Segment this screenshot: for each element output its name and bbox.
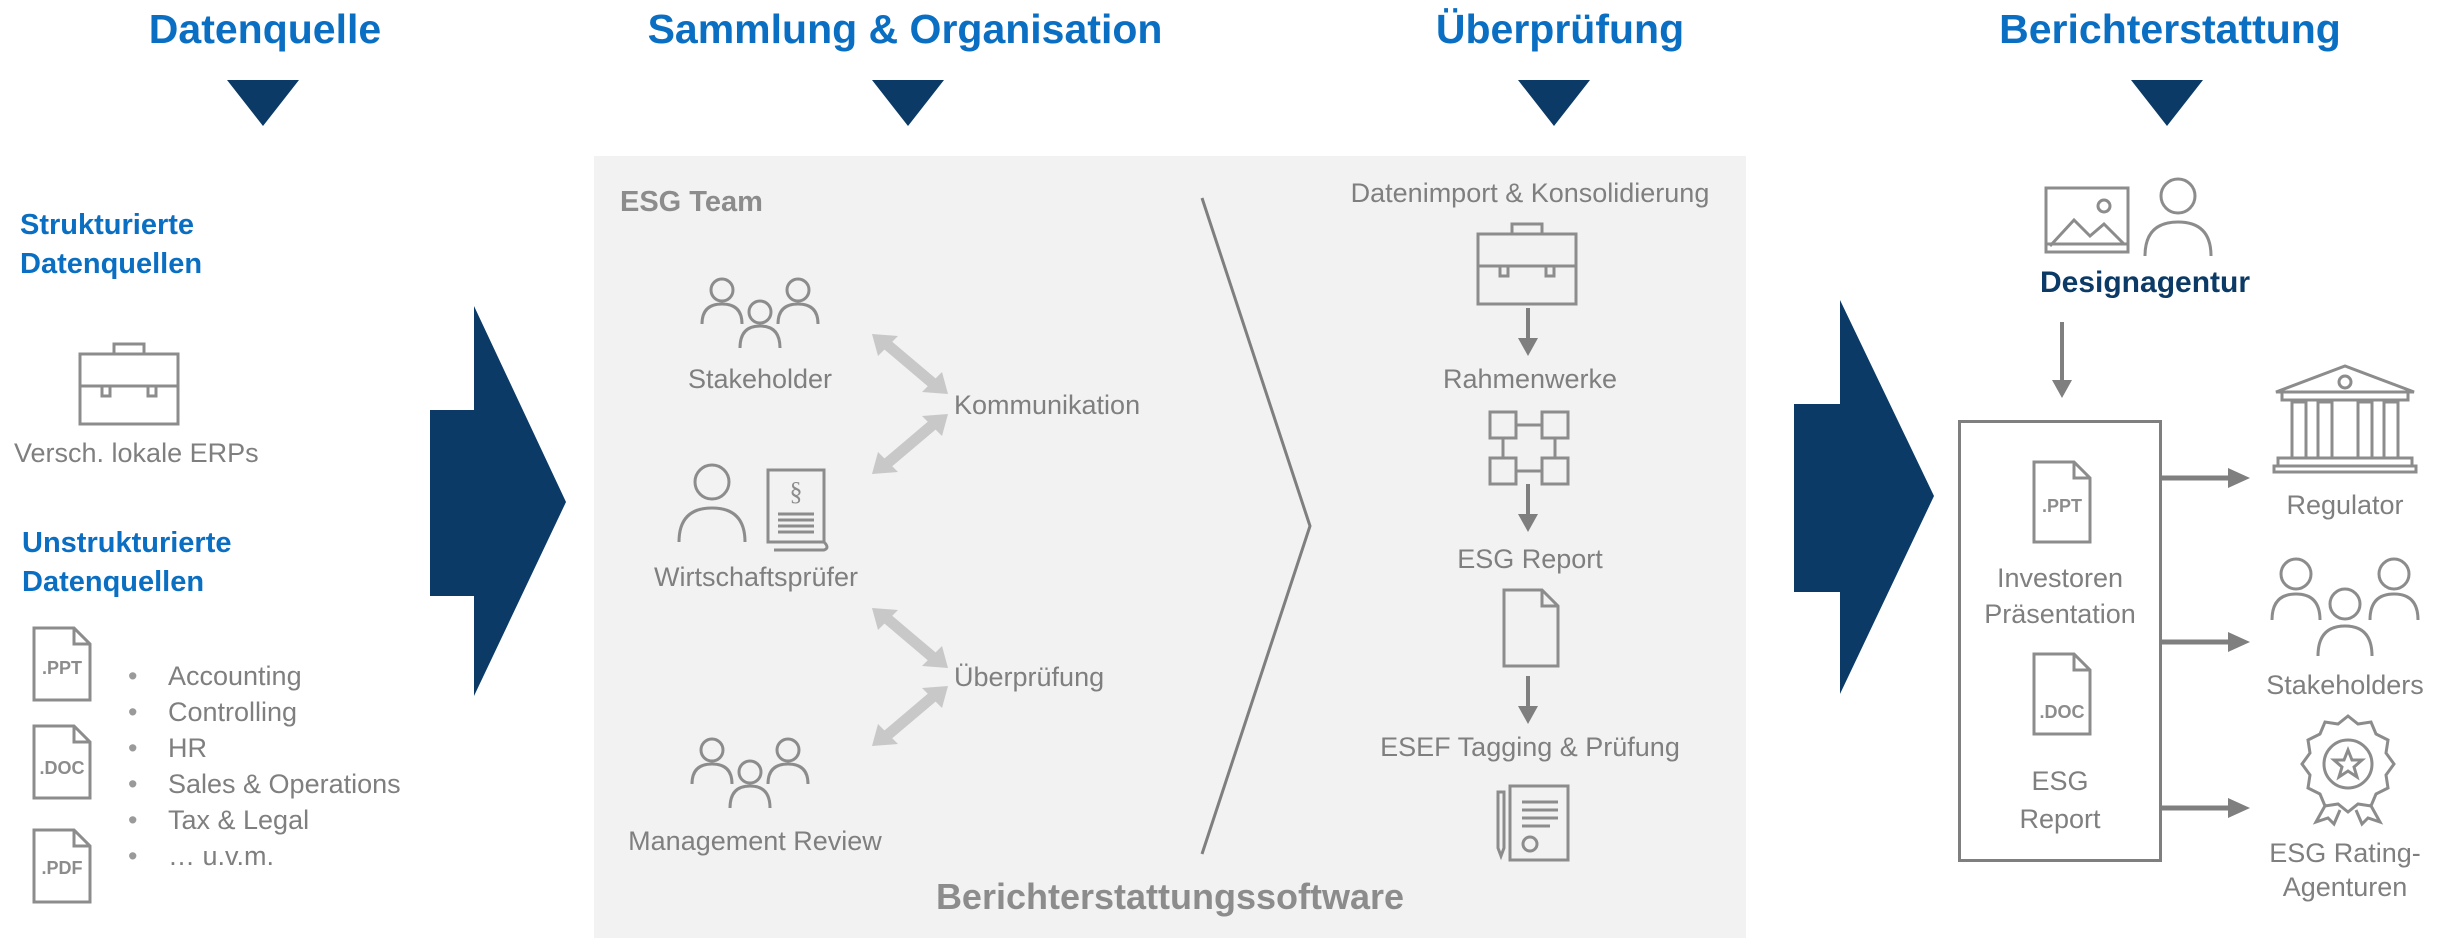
government-building-icon <box>2272 364 2418 474</box>
step-esef-label: ESEF Tagging & Prüfung <box>1380 732 1680 762</box>
right-arrow-icon <box>2162 798 2250 818</box>
legal-document-icon: § <box>766 468 829 552</box>
flow-arrow-icon <box>1794 300 1934 694</box>
down-arrow-icon <box>1518 308 1538 356</box>
doc-file-label: .DOC <box>40 758 85 778</box>
signed-contract-icon <box>1496 784 1570 862</box>
esg-report-label: ESG Report <box>2019 766 2101 834</box>
people-group-icon <box>700 277 820 349</box>
double-arrow-icon <box>872 414 948 474</box>
person-icon <box>2143 177 2213 257</box>
down-triangle-icon <box>227 80 299 126</box>
stakeholders-label: Stakeholders <box>2266 670 2424 700</box>
auditor-label: Wirtschaftsprüfer <box>653 562 859 592</box>
stakeholder-label: Stakeholder <box>687 364 833 394</box>
doc-file-icon: .DOC <box>32 724 92 800</box>
step-frameworks-label: Rahmenwerke <box>1442 364 1618 394</box>
esg-team-title: ESG Team <box>620 186 763 218</box>
department-list: Accounting Controlling HR Sales & Operat… <box>128 658 401 874</box>
list-item: Tax & Legal <box>128 802 401 838</box>
award-badge-icon <box>2300 714 2396 827</box>
doc-file-icon: .DOC <box>2032 652 2092 736</box>
header-datenquelle: Datenquelle <box>148 6 382 52</box>
down-triangle-icon <box>872 80 944 126</box>
regulator-label: Regulator <box>2286 490 2404 520</box>
paragraph-symbol: § <box>790 477 803 506</box>
software-label: Berichterstattungssoftware <box>935 876 1405 917</box>
header-ueberpruefung: Überprüfung <box>1435 6 1685 52</box>
double-arrow-icon <box>872 608 948 668</box>
ppt-file-icon: .PPT <box>2032 460 2092 544</box>
people-group-icon <box>2270 557 2420 657</box>
document-icon <box>1502 588 1560 668</box>
briefcase-icon <box>78 342 180 426</box>
erp-label: Versch. lokale ERPs <box>14 438 259 468</box>
unstructured-sources-label: Unstrukturierte Datenquellen <box>22 527 232 598</box>
down-triangle-icon <box>2131 80 2203 126</box>
ppt-file-label: .PPT <box>42 658 82 678</box>
people-group-icon <box>690 737 810 809</box>
step-import-label: Datenimport & Konsolidierung <box>1350 178 1710 208</box>
briefcase-icon <box>1476 222 1578 306</box>
esg-team-panel <box>594 156 1746 938</box>
right-arrow-icon <box>2162 632 2250 652</box>
list-item: Accounting <box>128 658 401 694</box>
pdf-file-icon: .PDF <box>32 828 92 904</box>
down-arrow-icon <box>1518 676 1538 724</box>
step-esg-report-label: ESG Report <box>1457 544 1603 574</box>
down-arrow-icon <box>1518 484 1538 532</box>
header-berichterstattung: Berichterstattung <box>1999 6 2341 52</box>
structured-sources-label: Strukturierte Datenquellen <box>20 209 203 280</box>
ppt-file-label: .PPT <box>2042 496 2082 516</box>
doc-file-label: .DOC <box>2040 702 2085 722</box>
header-sammlung: Sammlung & Organisation <box>647 6 1163 52</box>
management-label: Management Review <box>628 826 882 856</box>
list-item: HR <box>128 730 401 766</box>
list-item: Sales & Operations <box>128 766 401 802</box>
design-agency-label: Designagentur <box>2039 266 2251 299</box>
rating-agencies-label: ESG Rating- Agenturen <box>2269 838 2421 902</box>
ueberpruefung-label: Überprüfung <box>954 662 1105 692</box>
right-arrow-icon <box>2162 468 2250 488</box>
list-item: Controlling <box>128 694 401 730</box>
double-arrow-icon <box>872 686 948 746</box>
kommunikation-label: Kommunikation <box>954 390 1141 420</box>
pdf-file-label: .PDF <box>41 858 82 878</box>
chevron-outline-icon <box>1200 197 1312 855</box>
down-triangle-icon <box>1518 80 1590 126</box>
double-arrow-icon <box>872 334 948 394</box>
framework-grid-icon <box>1488 410 1570 486</box>
down-arrow-icon <box>2052 322 2072 398</box>
ppt-file-icon: .PPT <box>32 626 92 702</box>
flow-arrow-icon <box>430 306 566 696</box>
list-item: … u.v.m. <box>128 838 401 874</box>
investor-presentation-label: Investoren Präsentation <box>1984 563 2136 629</box>
image-icon <box>2044 186 2130 254</box>
person-icon <box>677 463 747 543</box>
